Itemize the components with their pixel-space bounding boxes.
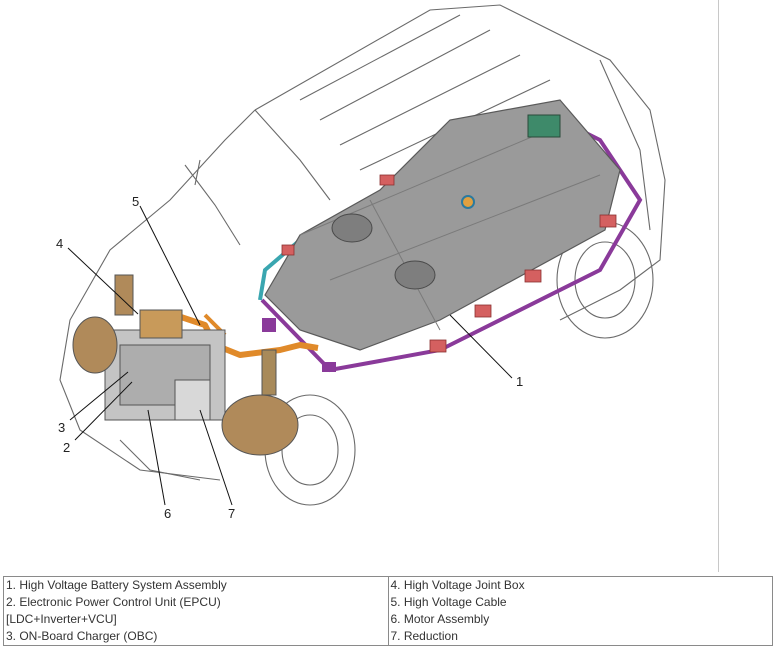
divider — [718, 0, 719, 572]
legend-item: [LDC+Inverter+VCU] — [6, 612, 117, 626]
legend-item: 3. ON-Board Charger (OBC) — [6, 629, 158, 643]
legend-item: 6. Motor Assembly — [390, 612, 490, 626]
callout-7: 7 — [228, 506, 235, 521]
legend-left-cell: 1. High Voltage Battery System Assembly … — [3, 576, 389, 646]
battery-cap — [394, 260, 436, 290]
legend-item: 1. High Voltage Battery System Assembly — [6, 578, 227, 592]
legend-item: 5. High Voltage Cable — [390, 595, 507, 609]
callout-1: 1 — [516, 374, 523, 389]
leader-lines — [67, 205, 513, 506]
callout-3: 3 — [58, 420, 65, 435]
battery-mounts — [281, 174, 617, 353]
legend-item: 4. High Voltage Joint Box — [390, 578, 525, 592]
battery-pack — [264, 99, 621, 351]
legend-row: 1. High Voltage Battery System Assembly … — [3, 576, 773, 646]
callout-2: 2 — [63, 440, 70, 455]
battery-module — [527, 114, 561, 138]
legend-item: 2. Electronic Power Control Unit (EPCU) — [6, 595, 221, 609]
legend-item: 7. Reduction — [390, 629, 458, 643]
legend-right-cell: 4. High Voltage Joint Box 5. High Voltag… — [387, 576, 773, 646]
powertrain-assembly — [72, 274, 299, 456]
callout-4: 4 — [56, 236, 63, 251]
parts-legend-table: 1. High Voltage Battery System Assembly … — [3, 576, 773, 646]
high-voltage-cable — [174, 312, 319, 358]
callout-6: 6 — [164, 506, 171, 521]
callout-5: 5 — [132, 194, 139, 209]
ev-powertrain-illustration: 1 2 3 4 5 6 7 — [56, 4, 666, 521]
battery-cap — [331, 213, 373, 243]
